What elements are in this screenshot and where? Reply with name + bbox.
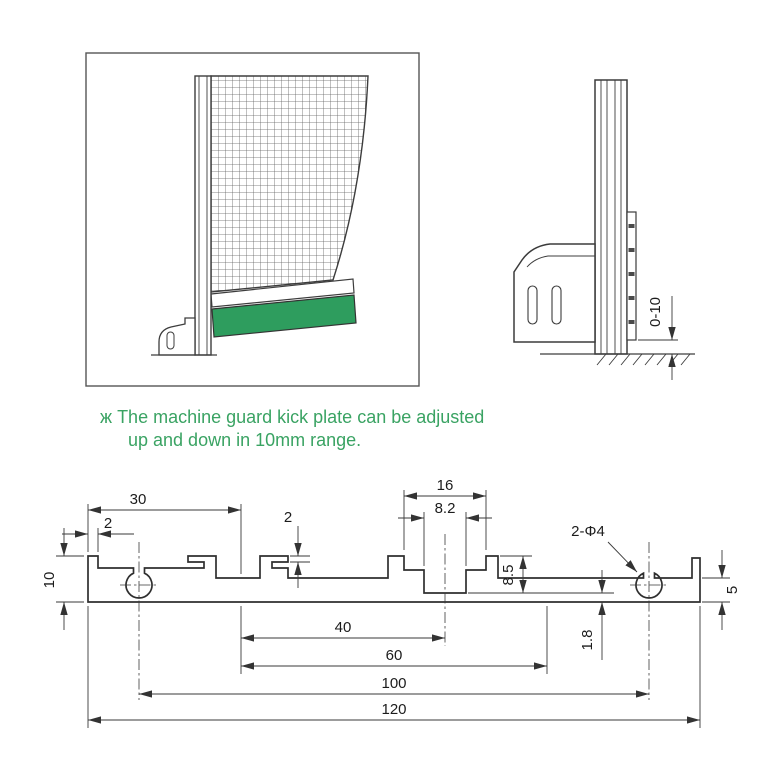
note: ж The machine guard kick plate can be ad…	[100, 406, 700, 452]
dim-120: 120	[87, 606, 701, 728]
cross-section: 30 2 2 16 8.2	[41, 477, 741, 728]
bracket-slot-right	[551, 285, 562, 325]
profile-outline	[87, 555, 701, 603]
kick-plate	[211, 294, 357, 338]
dim-10: 10	[41, 528, 84, 630]
mounting-foot	[158, 317, 196, 356]
dim-adjust-label: 0-10	[647, 297, 664, 327]
dim-holes: 2-Φ4	[571, 523, 638, 573]
note-text-2: up and down in 10mm range.	[128, 430, 362, 450]
strip-screws	[628, 224, 635, 324]
dim-8-5: 8.5	[468, 555, 614, 594]
dim-8-2: 8.2	[398, 500, 492, 566]
guard-post	[194, 75, 212, 356]
note-line1: ж The machine guard kick plate can be ad…	[100, 406, 700, 429]
dim-2-lip: 2	[62, 515, 134, 552]
dim-30: 30	[87, 491, 242, 574]
guard-post-lines	[198, 76, 208, 355]
dim-2-rib-label: 2	[284, 509, 292, 526]
dim-holes-label: 2-Φ4	[571, 523, 605, 540]
dim-2-lip-label: 2	[104, 515, 112, 532]
dim-8-5-label: 8.5	[500, 565, 517, 586]
bracket-slot-left	[527, 285, 538, 325]
pictorial-view	[85, 52, 420, 387]
note-marker: ж	[100, 407, 113, 427]
dim-1-8: 1.8	[579, 570, 606, 660]
centerlines	[120, 534, 668, 700]
dim-8-2-label: 8.2	[435, 500, 456, 517]
profile-column	[594, 79, 628, 355]
dim-1-8-label: 1.8	[579, 630, 596, 651]
side-view: 0-10	[513, 79, 695, 380]
dim-60: 60	[241, 606, 548, 674]
dim-adjust-range: 0-10	[638, 296, 678, 380]
dim-100-label: 100	[381, 675, 406, 692]
bracket-inner-line	[526, 255, 595, 268]
mesh-panel	[210, 75, 369, 293]
ground-hatch	[596, 353, 691, 366]
dim-120-label: 120	[381, 701, 406, 718]
note-text-1: The machine guard kick plate can be adju…	[117, 407, 485, 427]
dim-40: 40	[240, 606, 445, 674]
dim-10-label: 10	[41, 572, 58, 589]
profile-column-lines	[600, 80, 622, 354]
dim-2-rib: 2	[284, 509, 310, 588]
dim-5: 5	[702, 550, 741, 630]
dim-16: 16	[403, 477, 487, 550]
dim-16-label: 16	[437, 477, 454, 494]
dim-60-label: 60	[386, 647, 403, 664]
foot-slot	[166, 331, 175, 350]
dim-30-label: 30	[130, 491, 147, 508]
dim-40-label: 40	[335, 619, 352, 636]
dim-5-label: 5	[724, 586, 741, 594]
dim-100: 100	[139, 675, 649, 698]
